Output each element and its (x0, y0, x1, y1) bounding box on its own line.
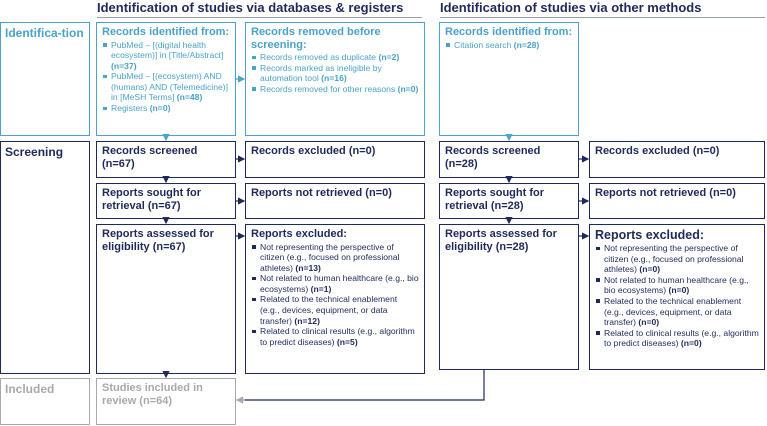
db-records-screened-label: Records screened (n=67) (102, 145, 198, 170)
other-reports-assessed-label: Reports assessed for eligibility (n=28) (445, 228, 557, 253)
other-records-excluded-label: Records excluded (n=0) (595, 145, 720, 157)
db-reports-excluded-list: Not representing the perspective of citi… (251, 242, 419, 348)
phase-identification-label: Identifica-tion (5, 26, 84, 40)
list-item: Records removed as duplicate (n=2) (252, 52, 419, 63)
other-reports-excluded-box: Reports excluded: Not representing the p… (589, 224, 765, 370)
other-records-identified-list: Citation search (n=28) (445, 40, 573, 51)
db-reports-not-retrieved-label: Reports not retrieved (n=0) (251, 187, 392, 199)
list-item: Related to the technical enablement (e.g… (252, 294, 419, 326)
phase-screening: Screening (0, 141, 90, 374)
arrow-other-assessed-to-included (237, 370, 485, 401)
header-other-methods: Identification of studies via other meth… (440, 0, 702, 15)
other-records-identified-title: Records identified from: (445, 26, 573, 38)
other-reports-sought-label: Reports sought for retrieval (n=28) (445, 187, 544, 212)
other-records-excluded-box: Records excluded (n=0) (589, 141, 765, 178)
db-records-identified-list: PubMed – [(digital health ecosystem)] in… (102, 40, 230, 114)
list-item: PubMed – [(ecosystem) AND (humans) AND (… (103, 71, 229, 103)
db-reports-excluded-box: Reports excluded: Not representing the p… (245, 224, 425, 374)
other-reports-excluded-title: Reports excluded: (595, 228, 705, 242)
list-item: Not representing the perspective of citi… (596, 243, 759, 275)
phase-screening-label: Screening (5, 145, 64, 159)
studies-included-label: Studies included in review (n=64) (102, 382, 203, 407)
other-records-screened-label: Records screened (n=28) (445, 145, 541, 170)
db-records-excluded-box: Records excluded (n=0) (245, 141, 425, 178)
phase-included: Included (0, 378, 90, 425)
header-other-rule (440, 17, 765, 18)
list-item: Citation search (n=28) (446, 40, 573, 51)
list-item: Registers (n=0) (103, 103, 230, 114)
db-records-identified-title: Records identified from: (102, 26, 230, 38)
list-item: Not related to human healthcare (e.g., b… (596, 275, 759, 296)
studies-included-box: Studies included in review (n=64) (96, 378, 236, 425)
db-records-removed-box: Records removed before screening: Record… (245, 22, 425, 136)
phase-included-label: Included (5, 382, 55, 396)
db-records-excluded-label: Records excluded (n=0) (251, 145, 376, 157)
db-reports-sought-label: Reports sought for retrieval (n=67) (102, 187, 201, 212)
db-reports-not-retrieved-box: Reports not retrieved (n=0) (245, 183, 425, 219)
db-reports-assessed-box: Reports assessed for eligibility (n=67) (96, 224, 236, 374)
other-reports-not-retrieved-box: Reports not retrieved (n=0) (589, 183, 765, 219)
db-reports-excluded-title: Reports excluded: (251, 228, 347, 240)
header-databases-rule (97, 17, 422, 18)
other-reports-not-retrieved-label: Reports not retrieved (n=0) (595, 187, 736, 199)
list-item: Related to clinical results (e.g., algor… (252, 326, 419, 347)
db-reports-assessed-label: Reports assessed for eligibility (n=67) (102, 228, 214, 253)
other-reports-sought-box: Reports sought for retrieval (n=28) (439, 183, 579, 219)
list-item: Records removed for other reasons (n=0) (252, 83, 419, 94)
list-item: Related to clinical results (e.g., algor… (596, 327, 759, 349)
list-item: Related to the technical enablement (e.g… (596, 296, 759, 328)
db-records-removed-list: Records removed as duplicate (n=2) Recor… (251, 52, 419, 94)
other-reports-excluded-list: Not representing the perspective of citi… (595, 243, 759, 349)
list-item: Records marked as ineligible by automati… (252, 63, 419, 84)
header-databases: Identification of studies via databases … (97, 0, 404, 15)
db-records-removed-title: Records removed before screening: (251, 26, 381, 51)
phase-identification: Identifica-tion (0, 22, 90, 136)
list-item: PubMed – [(digital health ecosystem)] in… (103, 40, 230, 72)
other-records-identified-box: Records identified from: Citation search… (439, 22, 579, 136)
list-item: Not representing the perspective of citi… (252, 242, 419, 274)
list-item: Not related to human healthcare (e.g., b… (252, 273, 419, 294)
other-reports-assessed-box: Reports assessed for eligibility (n=28) (439, 224, 579, 370)
